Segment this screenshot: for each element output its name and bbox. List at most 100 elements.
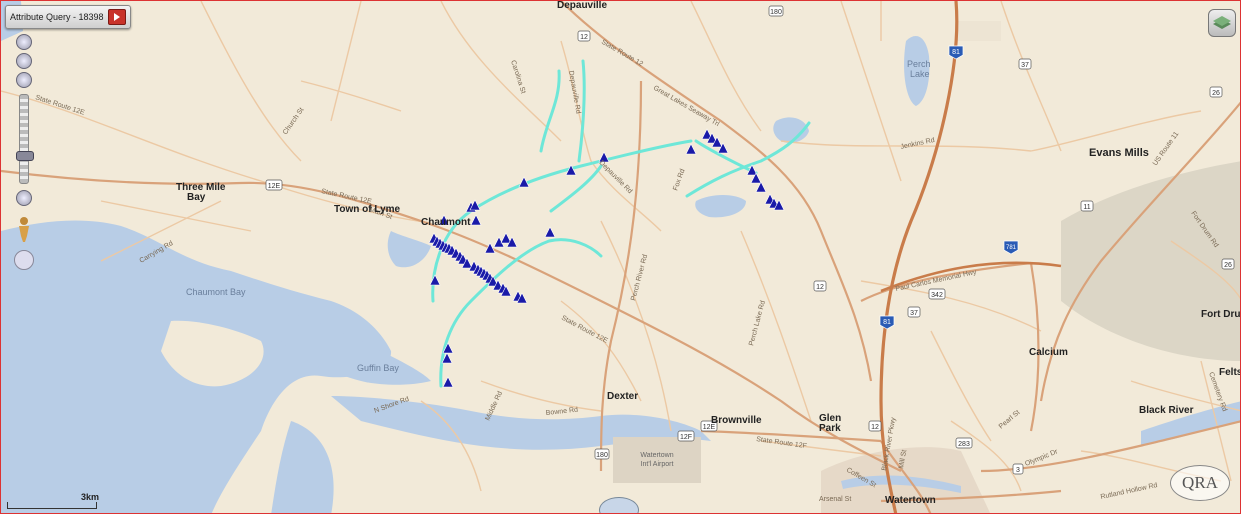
query-marker-32[interactable] (500, 232, 512, 244)
query-marker-42[interactable] (717, 142, 729, 154)
zoom-slider-thumb[interactable] (16, 151, 34, 161)
play-arrow-icon (113, 13, 120, 21)
query-marker-48[interactable] (773, 199, 785, 211)
query-marker-35[interactable] (544, 226, 556, 238)
place-dexter: Dexter (607, 391, 638, 402)
road-label-arsenal-st: Arsenal St (819, 496, 851, 503)
place-watertown: Watertown (885, 495, 936, 506)
place-felts: Felts (1219, 367, 1241, 378)
query-marker-30[interactable] (484, 242, 496, 254)
query-marker-45[interactable] (755, 181, 767, 193)
street-view-pegman-icon[interactable] (13, 216, 35, 242)
qra-logo: QRA (1170, 465, 1230, 501)
pan-globe-button[interactable] (16, 34, 32, 50)
shield-12f (677, 430, 695, 442)
shield-342-label: 342 (931, 292, 943, 299)
query-marker-27[interactable] (470, 214, 482, 226)
water-label-perch-lake-2: Lake (910, 69, 930, 79)
place-three-mile-bay-2: Bay (187, 192, 206, 203)
rotate-map-icon[interactable] (14, 250, 34, 270)
perch-lake-water (904, 36, 930, 106)
query-marker-10[interactable] (461, 257, 473, 269)
place-town-of-lyme: Town of Lyme (334, 204, 401, 215)
shield-12-mid-label: 12 (816, 284, 824, 291)
query-marker-36[interactable] (565, 164, 577, 176)
zoom-out-button[interactable] (16, 190, 32, 206)
shield-180-bot (594, 448, 610, 460)
shield-12e-bot (700, 420, 718, 432)
query-marker-20[interactable] (500, 285, 512, 297)
place-evans-mills: Evans Mills (1089, 147, 1149, 159)
shield-12f-label: 12F (680, 434, 692, 441)
query-marker-43[interactable] (746, 164, 758, 176)
shield-37-top (1018, 58, 1032, 70)
chaumont-river-water (387, 231, 431, 268)
place-calcium: Calcium (1029, 347, 1068, 358)
perch-lake-marsh (956, 21, 1001, 41)
shield-37-top-label: 37 (1021, 62, 1029, 69)
shield-12-bot-label: 12 (871, 424, 879, 431)
shield-37-mid-label: 37 (910, 310, 918, 317)
scale-bar-label: 3km (80, 492, 99, 502)
black-river-watertown (841, 475, 961, 493)
place-brownville: Brownville (711, 415, 762, 426)
query-marker-23[interactable] (429, 274, 441, 286)
water-label-guffin-bay: Guffin Bay (357, 363, 399, 373)
place-depauville: Depauville (557, 1, 607, 11)
shield-180-top-label: 180 (770, 9, 782, 16)
shield-26-label: 26 (1212, 90, 1220, 97)
query-marker-38[interactable] (685, 143, 697, 155)
route-shields: 180 12 81 37 26 12E 11 781 12 342 37 81 (265, 5, 1235, 475)
query-marker-17[interactable] (487, 275, 499, 287)
shield-12-bot (868, 420, 882, 432)
query-marker-29[interactable] (469, 199, 481, 211)
query-marker-22[interactable] (516, 292, 528, 304)
full-extent-button[interactable] (16, 53, 32, 69)
airport-label-line1: Watertown (640, 452, 673, 459)
query-marker-40[interactable] (706, 132, 718, 144)
shield-283 (955, 437, 973, 449)
query-marker-26[interactable] (442, 376, 454, 388)
query-marker-24[interactable] (441, 352, 453, 364)
query-marker-37[interactable] (598, 151, 610, 163)
guffin-bay-water (261, 301, 431, 385)
layers-icon[interactable] (1208, 9, 1236, 37)
query-marker-44[interactable] (750, 172, 762, 184)
black-river-water (1141, 401, 1240, 446)
zoom-in-button[interactable] (16, 72, 32, 88)
interstate-781 (880, 261, 1062, 293)
scale-bar: 3km (7, 492, 99, 509)
shield-37-mid (907, 306, 921, 318)
map-navigation-control (9, 31, 39, 278)
shield-342 (928, 288, 946, 300)
pond-water-2 (695, 195, 746, 218)
query-marker-49[interactable] (438, 214, 450, 226)
shield-i781-label: 781 (1006, 245, 1017, 251)
query-marker-25[interactable] (442, 342, 454, 354)
shield-283-label: 283 (958, 441, 970, 448)
fort-drum-area (1061, 161, 1240, 361)
place-black-river: Black River (1139, 405, 1194, 416)
shield-26-right (1221, 258, 1235, 270)
shield-12-mid (813, 280, 827, 292)
place-glen-park-1: Glen (819, 413, 841, 424)
place-chaumont: Chaumont (421, 217, 471, 228)
query-marker-41[interactable] (711, 136, 723, 148)
west-bay-water (271, 421, 334, 513)
interstate-81 (879, 1, 959, 513)
query-marker-34[interactable] (518, 176, 530, 188)
query-close-button[interactable] (107, 9, 126, 25)
shield-12e-bot-label: 12E (703, 424, 716, 431)
black-river-bay-water (331, 396, 711, 450)
query-marker-33[interactable] (506, 236, 518, 248)
scale-bar-line (7, 502, 97, 509)
shield-3-label: 3 (1016, 467, 1020, 474)
query-marker-39[interactable] (701, 128, 713, 140)
zoom-slider[interactable] (16, 94, 34, 184)
place-fort-drum: Fort Drum (1201, 309, 1241, 320)
shield-11-label: 11 (1083, 204, 1090, 211)
shield-12-top (577, 30, 591, 42)
airport-area (613, 437, 701, 483)
